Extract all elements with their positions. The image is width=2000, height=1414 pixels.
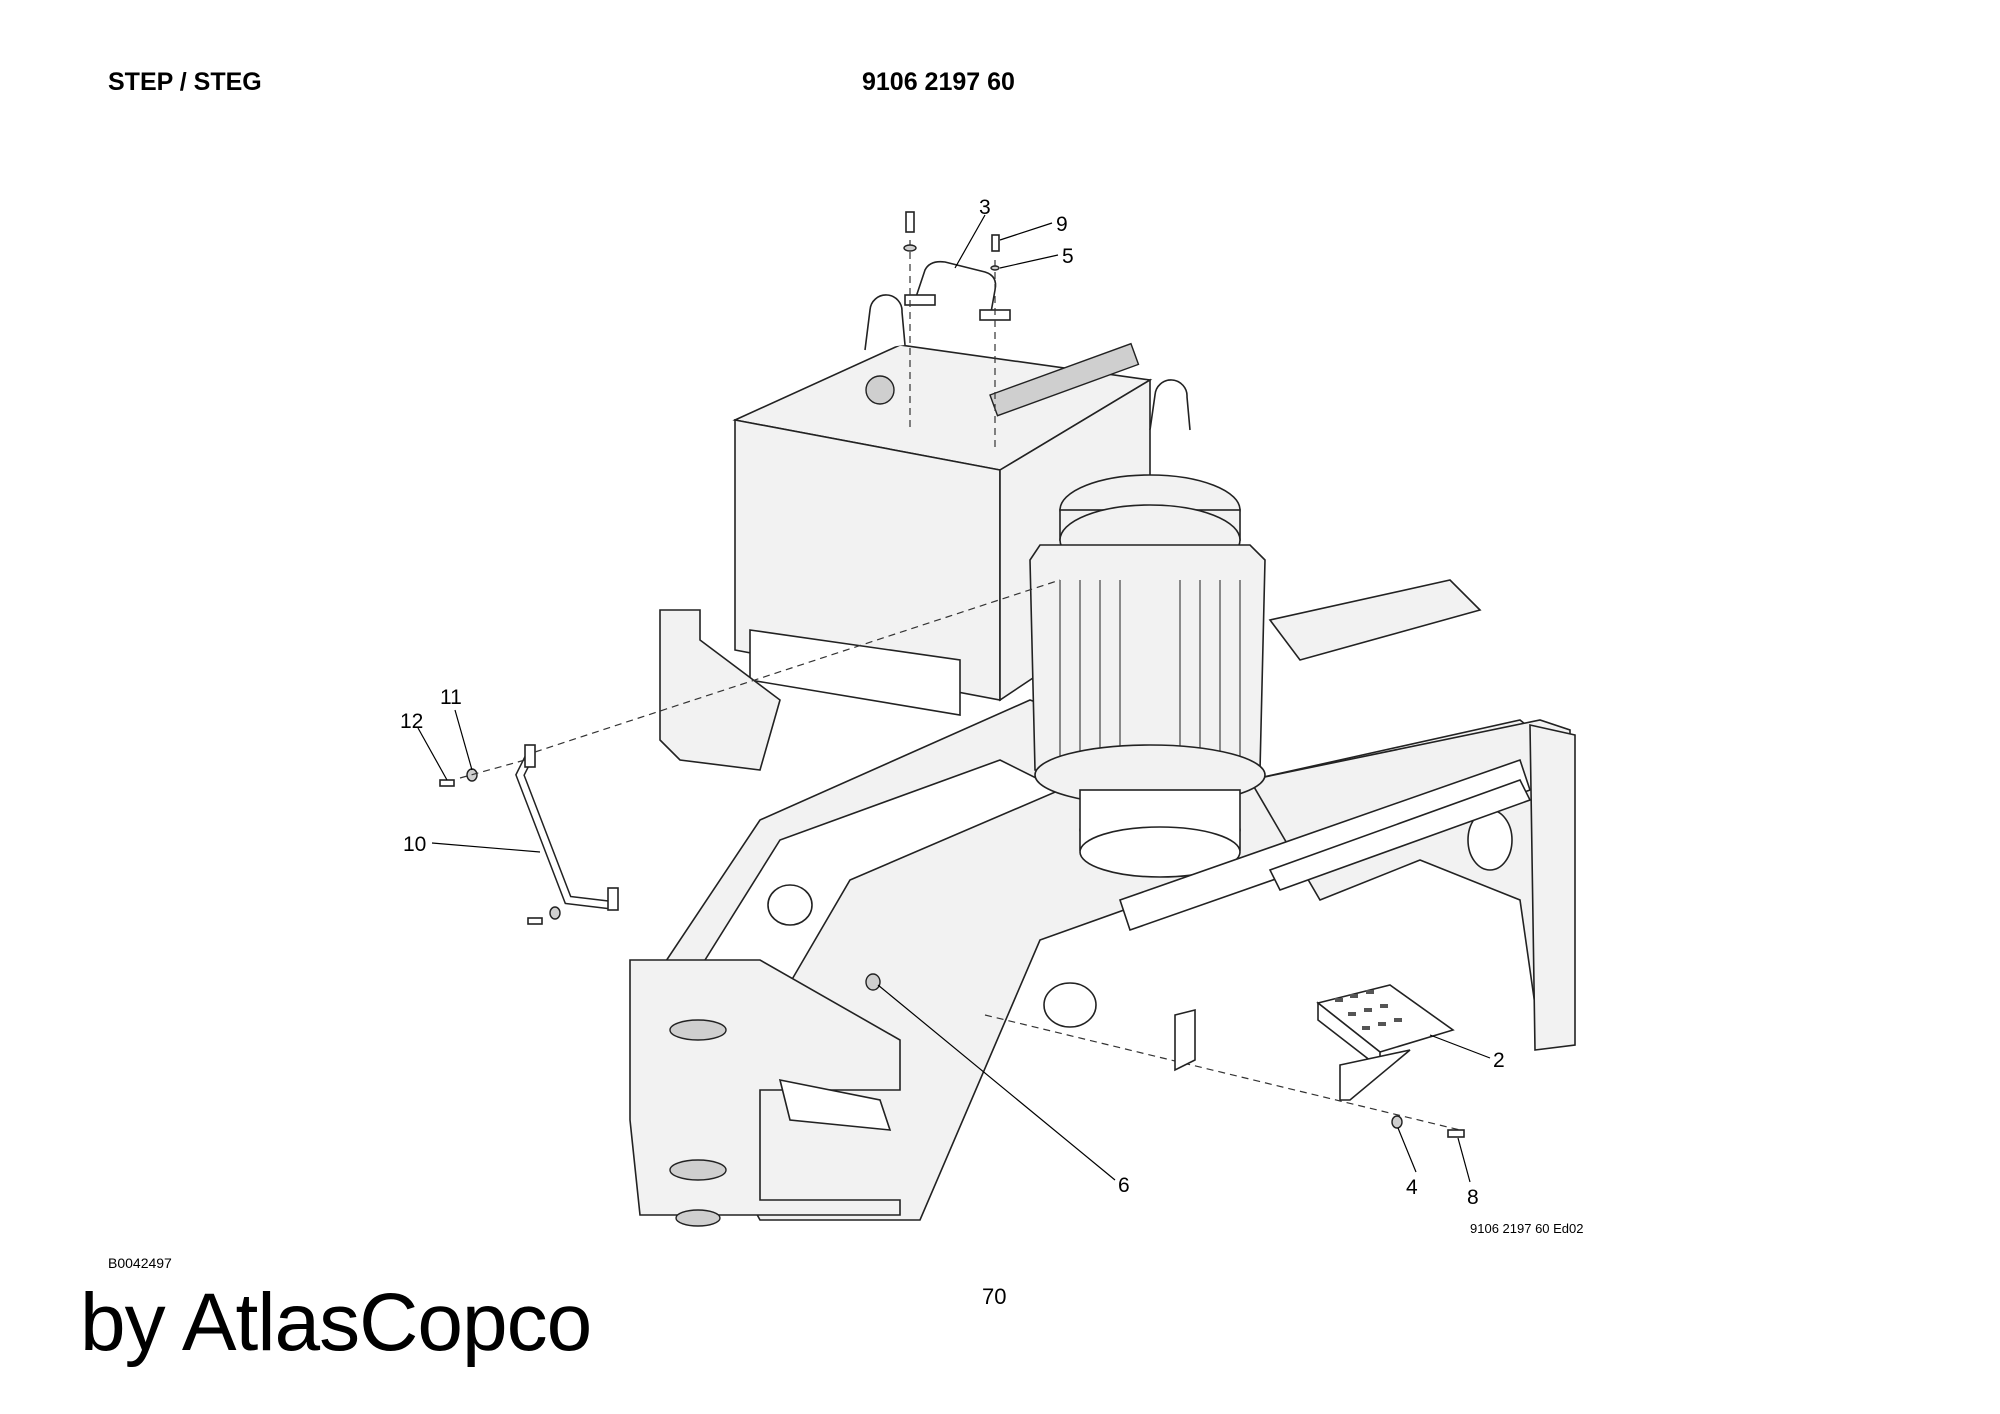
callout-5: 5 (1062, 245, 1074, 268)
fastener-6 (865, 973, 881, 991)
oil-tank (732, 294, 1191, 716)
callout-6: 6 (1118, 1174, 1130, 1197)
handrail-part (439, 579, 1061, 925)
callout-9: 9 (1056, 213, 1068, 236)
handle-part (903, 211, 1011, 450)
brand-watermark: by AtlasCopco (80, 1277, 592, 1368)
valve-plate (1268, 579, 1482, 661)
callout-3: 3 (979, 196, 991, 219)
part-number: 9106 2197 60 (862, 68, 1015, 96)
callout-12: 12 (400, 710, 423, 733)
pivot-pin (669, 1019, 727, 1227)
leader-lines (417, 214, 1491, 1183)
page-title: STEP / STEG (108, 68, 262, 96)
callout-11: 11 (440, 686, 462, 709)
page-number: 70 (982, 1284, 1007, 1309)
drawing-id: B0042497 (108, 1255, 172, 1271)
callout-2: 2 (1493, 1049, 1505, 1072)
edition-label: 9106 2197 60 Ed02 (1470, 1221, 1584, 1236)
cable-tray (1118, 758, 1532, 932)
callout-10: 10 (403, 833, 426, 856)
electric-motor (1029, 474, 1266, 878)
callout-8: 8 (1467, 1186, 1479, 1209)
step-part (984, 984, 1465, 1138)
callout-4: 4 (1406, 1176, 1418, 1199)
side-plate (659, 609, 781, 771)
